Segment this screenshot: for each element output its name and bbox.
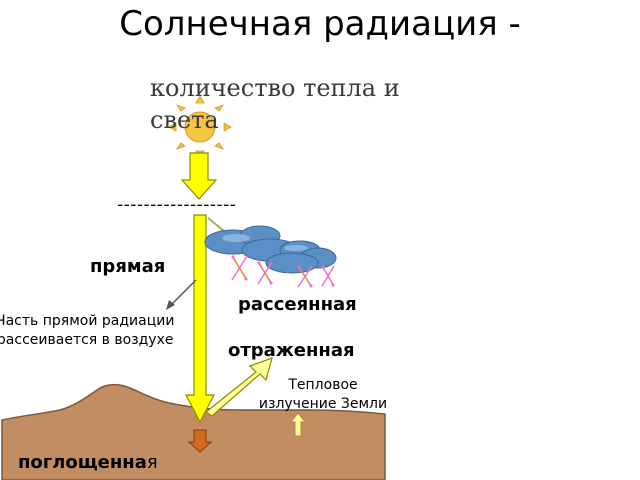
label-absorbed-bold: поглощенна <box>18 452 147 473</box>
label-absorbed-tail: я <box>146 452 158 473</box>
label-thermal-line-1: Тепловое <box>288 377 358 393</box>
arrow-scattered-in-air <box>169 279 197 307</box>
label-direct: прямая <box>90 256 166 277</box>
label-reflected: отраженная <box>228 340 355 361</box>
thermal-radiation-arrow <box>289 412 307 437</box>
label-part-line-2: рассеивается в воздухе <box>0 332 174 348</box>
subtitle: количество тепла и света <box>150 74 400 134</box>
reflected-radiation-arrow <box>204 357 273 417</box>
cloud-icon <box>204 225 337 274</box>
page-title: Солнечная радиация - <box>119 4 521 44</box>
sun-to-atmosphere-arrow <box>180 152 218 200</box>
label-thermal: Тепловое излучение Земли <box>240 376 406 414</box>
label-absorbed: поглощенная <box>18 452 158 473</box>
label-scattered: рассеянная <box>238 294 357 315</box>
label-part-line-1: Часть прямой радиации <box>0 313 175 329</box>
absorbed-radiation-arrow <box>187 429 213 453</box>
label-part-of-direct: Часть прямой радиации рассеивается в воз… <box>0 312 174 350</box>
label-thermal-line-2: излучение Земли <box>258 396 388 412</box>
dash-separator: ------------------ <box>117 195 237 215</box>
sun-icon <box>168 95 232 159</box>
